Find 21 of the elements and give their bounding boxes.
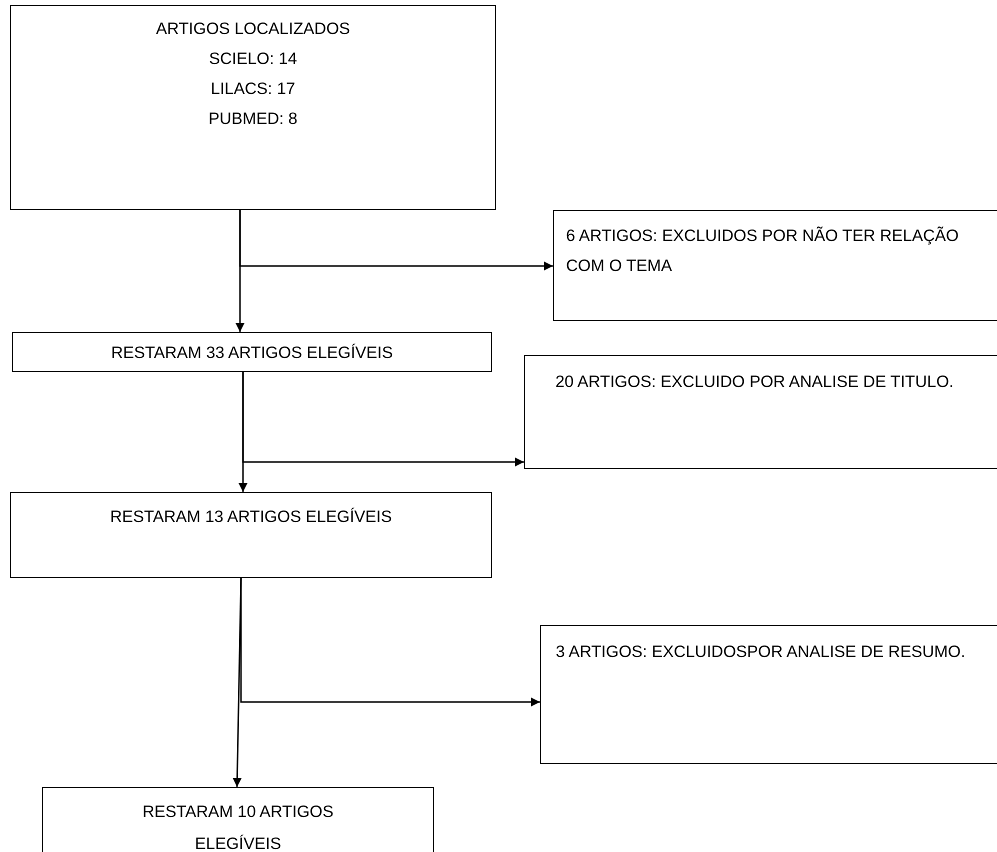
process-box	[524, 355, 997, 469]
box-text: 20 ARTIGOS: EXCLUIDO POR ANALISE DE TITULO.	[555, 372, 954, 393]
process-box	[10, 5, 496, 210]
box-text: 6 ARTIGOS: EXCLUIDOS POR NÃO TER RELAÇÃO COM O TEMA	[566, 226, 960, 277]
arrow	[232, 578, 242, 788]
box-text: 3 ARTIGOS: EXCLUIDOSPOR ANALISE DE RESUMO.	[556, 642, 966, 663]
box-text: PUBMED: 8	[208, 109, 298, 130]
box-heading: ARTIGOS LOCALIZADOS	[156, 19, 350, 40]
process-box	[10, 492, 492, 578]
process-box	[12, 332, 492, 372]
arrow	[242, 372, 524, 466]
box-text: RESTARAM 33 ARTIGOS ELEGÍVEIS	[111, 342, 393, 364]
process-box	[553, 210, 997, 321]
process-box	[540, 625, 997, 764]
arrow	[239, 210, 553, 270]
process-box	[42, 787, 434, 852]
box-text: SCIELO: 14	[208, 49, 298, 70]
box-text: RESTARAM 13 ARTIGOS ELEGÍVEIS	[110, 506, 392, 528]
arrow	[240, 578, 540, 706]
box-text: RESTARAM 10 ARTIGOS ELEGÍVEIS	[141, 802, 335, 852]
box-text: LILACS: 17	[210, 79, 296, 100]
